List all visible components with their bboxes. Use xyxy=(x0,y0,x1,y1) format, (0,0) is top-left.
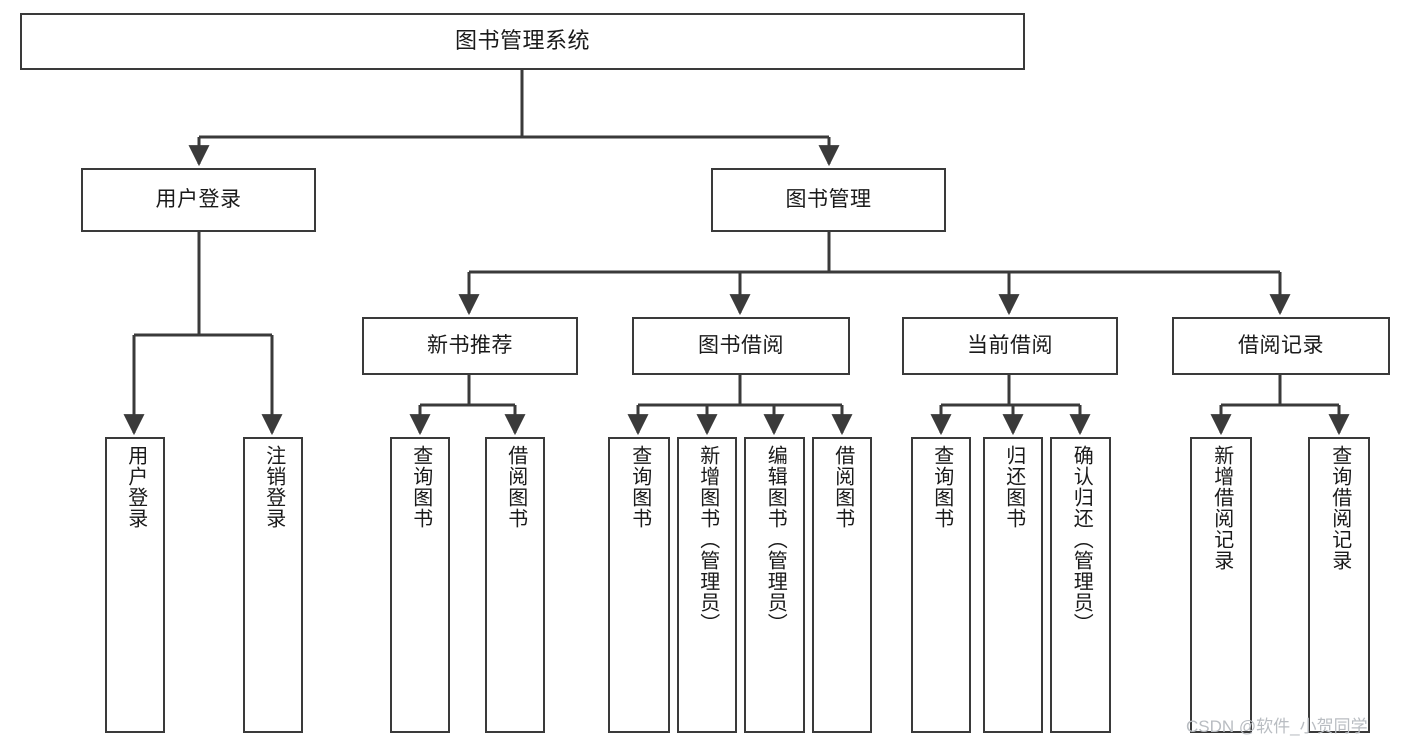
node-current-borrow-label: 当前借阅 xyxy=(967,334,1053,358)
node-book-borrow-label: 图书借阅 xyxy=(698,334,784,358)
node-current-borrow[interactable]: 当前借阅 xyxy=(902,317,1118,375)
node-borrow-record-label: 借阅记录 xyxy=(1238,334,1324,358)
node-leaf-query-book-1[interactable]: 查询图书 xyxy=(390,437,450,733)
node-leaf-add-record-label: 新增借阅记录 xyxy=(1210,445,1233,571)
node-new-book-recommend-label: 新书推荐 xyxy=(427,334,513,358)
node-leaf-confirm-return[interactable]: 确认归还（管理员） xyxy=(1050,437,1111,733)
node-leaf-add-record[interactable]: 新增借阅记录 xyxy=(1190,437,1252,733)
node-book-manage[interactable]: 图书管理 xyxy=(711,168,946,232)
node-book-manage-label: 图书管理 xyxy=(785,188,872,212)
node-leaf-borrow-book-1-label: 借阅图书 xyxy=(504,445,527,529)
node-leaf-query-book-2[interactable]: 查询图书 xyxy=(608,437,670,733)
node-book-borrow[interactable]: 图书借阅 xyxy=(632,317,850,375)
node-leaf-add-book[interactable]: 新增图书（管理员） xyxy=(677,437,737,733)
node-root[interactable]: 图书管理系统 xyxy=(20,13,1025,70)
node-leaf-add-book-label: 新增图书（管理员） xyxy=(696,445,719,634)
node-leaf-user-login[interactable]: 用户登录 xyxy=(105,437,165,733)
node-user-login-label: 用户登录 xyxy=(155,188,242,212)
node-new-book-recommend[interactable]: 新书推荐 xyxy=(362,317,578,375)
node-root-label: 图书管理系统 xyxy=(454,28,590,54)
node-user-login[interactable]: 用户登录 xyxy=(81,168,316,232)
node-leaf-user-logout-label: 注销登录 xyxy=(262,445,285,529)
node-leaf-query-record[interactable]: 查询借阅记录 xyxy=(1308,437,1370,733)
node-leaf-user-logout[interactable]: 注销登录 xyxy=(243,437,303,733)
node-leaf-query-book-1-label: 查询图书 xyxy=(409,445,432,529)
node-leaf-return-book-label: 归还图书 xyxy=(1002,445,1025,529)
node-leaf-borrow-book-2-label: 借阅图书 xyxy=(831,445,854,529)
csdn-watermark: CSDN @软件_小贺同学 xyxy=(1186,717,1368,736)
node-leaf-query-record-label: 查询借阅记录 xyxy=(1328,445,1351,571)
node-borrow-record[interactable]: 借阅记录 xyxy=(1172,317,1390,375)
node-leaf-edit-book-label: 编辑图书（管理员） xyxy=(764,445,787,634)
node-leaf-return-book[interactable]: 归还图书 xyxy=(983,437,1043,733)
node-leaf-confirm-return-label: 确认归还（管理员） xyxy=(1070,445,1093,634)
node-leaf-borrow-book-1[interactable]: 借阅图书 xyxy=(485,437,545,733)
node-leaf-query-book-3-label: 查询图书 xyxy=(930,445,953,529)
node-leaf-query-book-3[interactable]: 查询图书 xyxy=(911,437,971,733)
node-leaf-query-book-2-label: 查询图书 xyxy=(628,445,651,529)
node-leaf-borrow-book-2[interactable]: 借阅图书 xyxy=(812,437,872,733)
node-leaf-edit-book[interactable]: 编辑图书（管理员） xyxy=(744,437,805,733)
node-leaf-user-login-label: 用户登录 xyxy=(124,445,147,529)
